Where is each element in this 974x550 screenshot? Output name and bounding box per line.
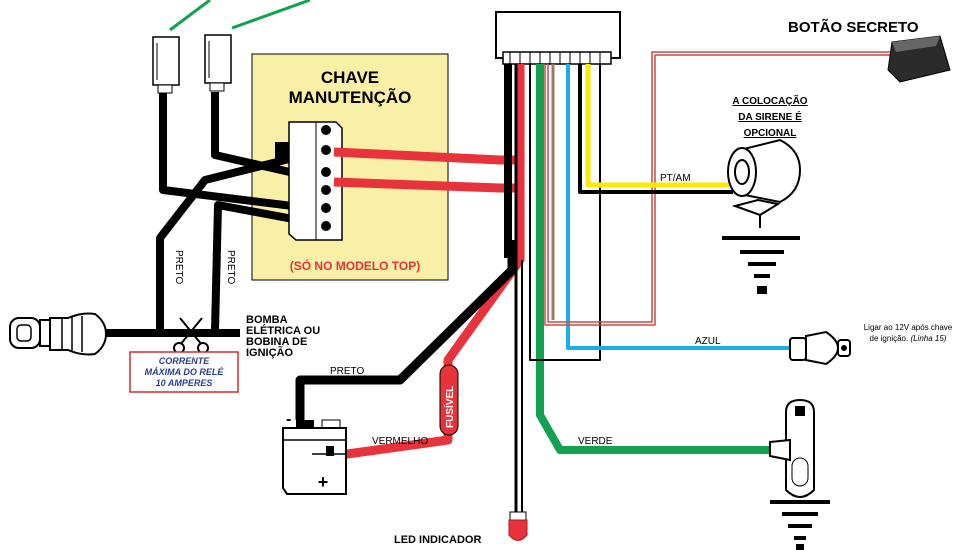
maintenance-label-2: MANUTENÇÃO <box>289 87 412 107</box>
top-green-wires <box>169 0 311 32</box>
top-model-label: (SÓ NO MODELO TOP) <box>290 258 420 273</box>
alarm-module <box>495 11 621 65</box>
fuse <box>439 364 459 436</box>
ignition-note-2: de ignição. (Linha 15) <box>870 334 947 343</box>
maintenance-switch <box>275 121 343 241</box>
siren-note-3: OPCIONAL <box>744 128 797 139</box>
current-note-1: CORRENTE <box>159 356 210 366</box>
ignition-note-1: Ligar ao 12V após chave <box>864 323 953 332</box>
relay-left <box>152 36 180 94</box>
vermelho-label: VERMELHO <box>372 436 428 447</box>
ignition-note-2a: de ignição. <box>870 334 911 343</box>
ignition-switch-right <box>789 330 851 366</box>
ground-symbol-siren <box>722 236 800 294</box>
battery <box>282 419 347 495</box>
battery-minus-label: - <box>286 411 291 428</box>
preto-label-left-1: PRETO <box>173 250 184 284</box>
pump-label-2: ELÉTRICA OU <box>246 324 320 337</box>
ground-symbol-door <box>770 500 830 550</box>
secret-button-label: BOTÃO SECRETO <box>788 18 919 36</box>
maintenance-label-1: CHAVE <box>321 68 379 87</box>
door-switch <box>769 398 815 498</box>
azul-label: AZUL <box>695 336 721 347</box>
pump-label-4: IGNIÇÃO <box>246 346 294 359</box>
ignition-note-2b: (Linha 15) <box>910 334 946 343</box>
verde-label: VERDE <box>578 436 613 447</box>
pump-label-1: BOMBA <box>246 314 288 326</box>
led-indicator-label: LED INDICADOR <box>394 534 481 546</box>
ignition-key <box>9 312 108 356</box>
relay-right <box>204 34 232 92</box>
siren-note-2: DA SIRENE É <box>738 110 802 123</box>
secret-button-icon <box>887 35 951 83</box>
siren-note-1: A COLOCAÇÃO <box>732 94 807 107</box>
led-indicator <box>508 511 528 541</box>
current-note-box <box>129 351 239 393</box>
preto-label-left-2: PRETO <box>225 250 236 284</box>
battery-plus-label: + <box>318 472 329 492</box>
switch-red-wires <box>333 147 520 193</box>
pt-am-label: PT/AM <box>660 173 691 184</box>
fuse-label: FUSÍVEL <box>443 386 456 428</box>
current-note-3: 10 AMPERES <box>156 378 213 388</box>
preto-battery-label: PRETO <box>330 366 364 377</box>
current-note-2: MÁXIMA DO RELÉ <box>145 367 225 377</box>
module-wires <box>295 51 890 520</box>
pump-label-3: BOBINA DE <box>246 336 307 348</box>
siren-icon <box>727 138 802 228</box>
